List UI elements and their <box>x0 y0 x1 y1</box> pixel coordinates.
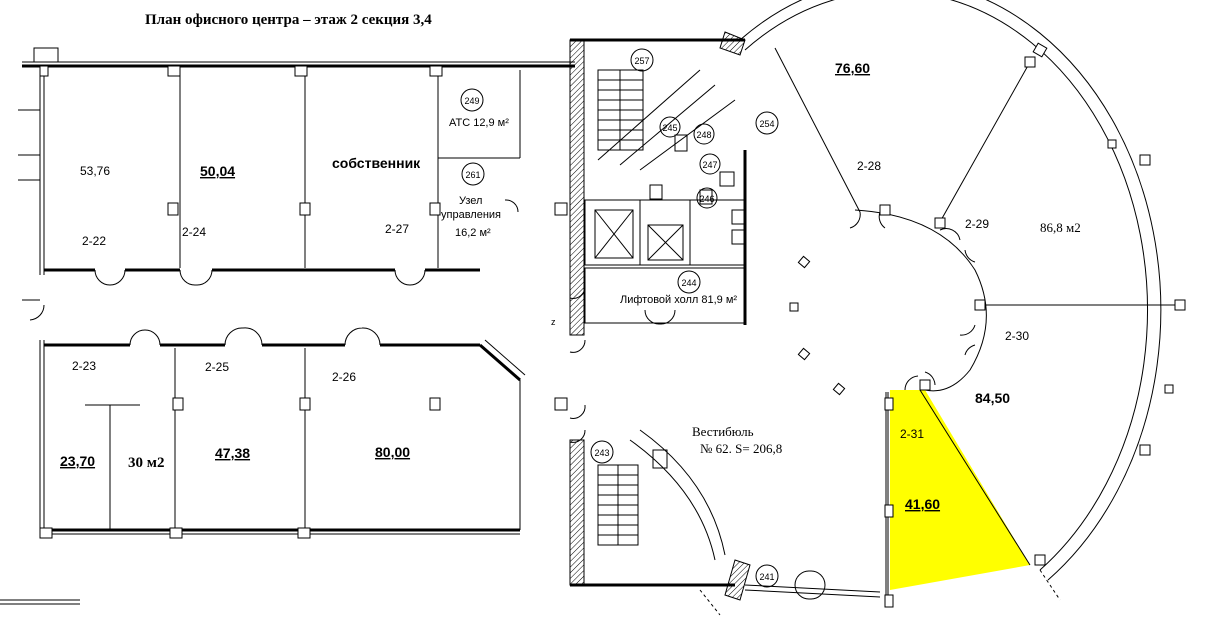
circle-241: 241 <box>759 572 774 582</box>
circle-261: 261 <box>465 170 480 180</box>
area-2-24: 50,04 <box>200 163 235 179</box>
area-2-23: 23,70 <box>60 453 95 469</box>
area-2-31: 41,60 <box>905 496 940 512</box>
central-core <box>569 31 881 616</box>
uzel-label-2: управления <box>441 209 501 221</box>
area-2-22: 53,76 <box>80 164 110 178</box>
circle-249: 249 <box>464 96 479 106</box>
area-2-27: собственник <box>332 155 421 171</box>
left-wing-walls <box>0 47 575 605</box>
room-number-circles: 249 261 257 245 248 254 247 246 244 243 … <box>460 48 779 588</box>
lift-hall-label: Лифтовой холл 81,9 м² <box>620 294 737 306</box>
circle-244: 244 <box>681 278 696 288</box>
circle-243: 243 <box>594 448 609 458</box>
id-2-26: 2-26 <box>332 370 356 384</box>
circle-247: 247 <box>702 160 717 170</box>
id-2-22: 2-22 <box>82 234 106 248</box>
service-labels: АТС 12,9 м² Узел управления 16,2 м² Лифт… <box>441 117 782 456</box>
id-2-31: 2-31 <box>900 427 924 441</box>
uzel-label: Узел <box>459 195 482 207</box>
id-2-28: 2-28 <box>857 159 881 173</box>
highlight-room-2-31 <box>890 390 1030 590</box>
ats-label: АТС 12,9 м² <box>449 117 509 129</box>
room-labels: 53,76 2-22 50,04 2-24 собственник 2-27 2… <box>60 60 1081 512</box>
area-2-26: 80,00 <box>375 444 410 460</box>
vestibule-label: Вестибюль <box>692 424 754 439</box>
area-2-28: 76,60 <box>835 60 870 76</box>
id-2-30: 2-30 <box>1005 329 1029 343</box>
circle-245: 245 <box>662 123 677 133</box>
circle-254: 254 <box>759 119 774 129</box>
uzel-area: 16,2 м² <box>455 227 491 239</box>
id-2-27: 2-27 <box>385 222 409 236</box>
structural-columns <box>39 65 568 539</box>
circle-246: 246 <box>699 194 714 204</box>
id-2-24: 2-24 <box>182 225 206 239</box>
circle-257: 257 <box>634 56 649 66</box>
area-2-25: 47,38 <box>215 445 250 461</box>
area-2-30: 84,50 <box>975 390 1010 406</box>
vestibule-area: № 62. S= 206,8 <box>700 441 782 456</box>
circle-248: 248 <box>696 130 711 140</box>
area-2-23b: 30 м2 <box>128 455 164 471</box>
plan-title: План офисного центра – этаж 2 секция 3,4 <box>145 12 432 28</box>
door-swings <box>29 199 519 346</box>
z-mark: z <box>551 317 556 327</box>
id-2-25: 2-25 <box>205 360 229 374</box>
rotunda <box>739 0 1186 608</box>
area-2-29: 86,8 м2 <box>1040 220 1081 235</box>
id-2-29: 2-29 <box>965 217 989 231</box>
id-2-23: 2-23 <box>72 359 96 373</box>
